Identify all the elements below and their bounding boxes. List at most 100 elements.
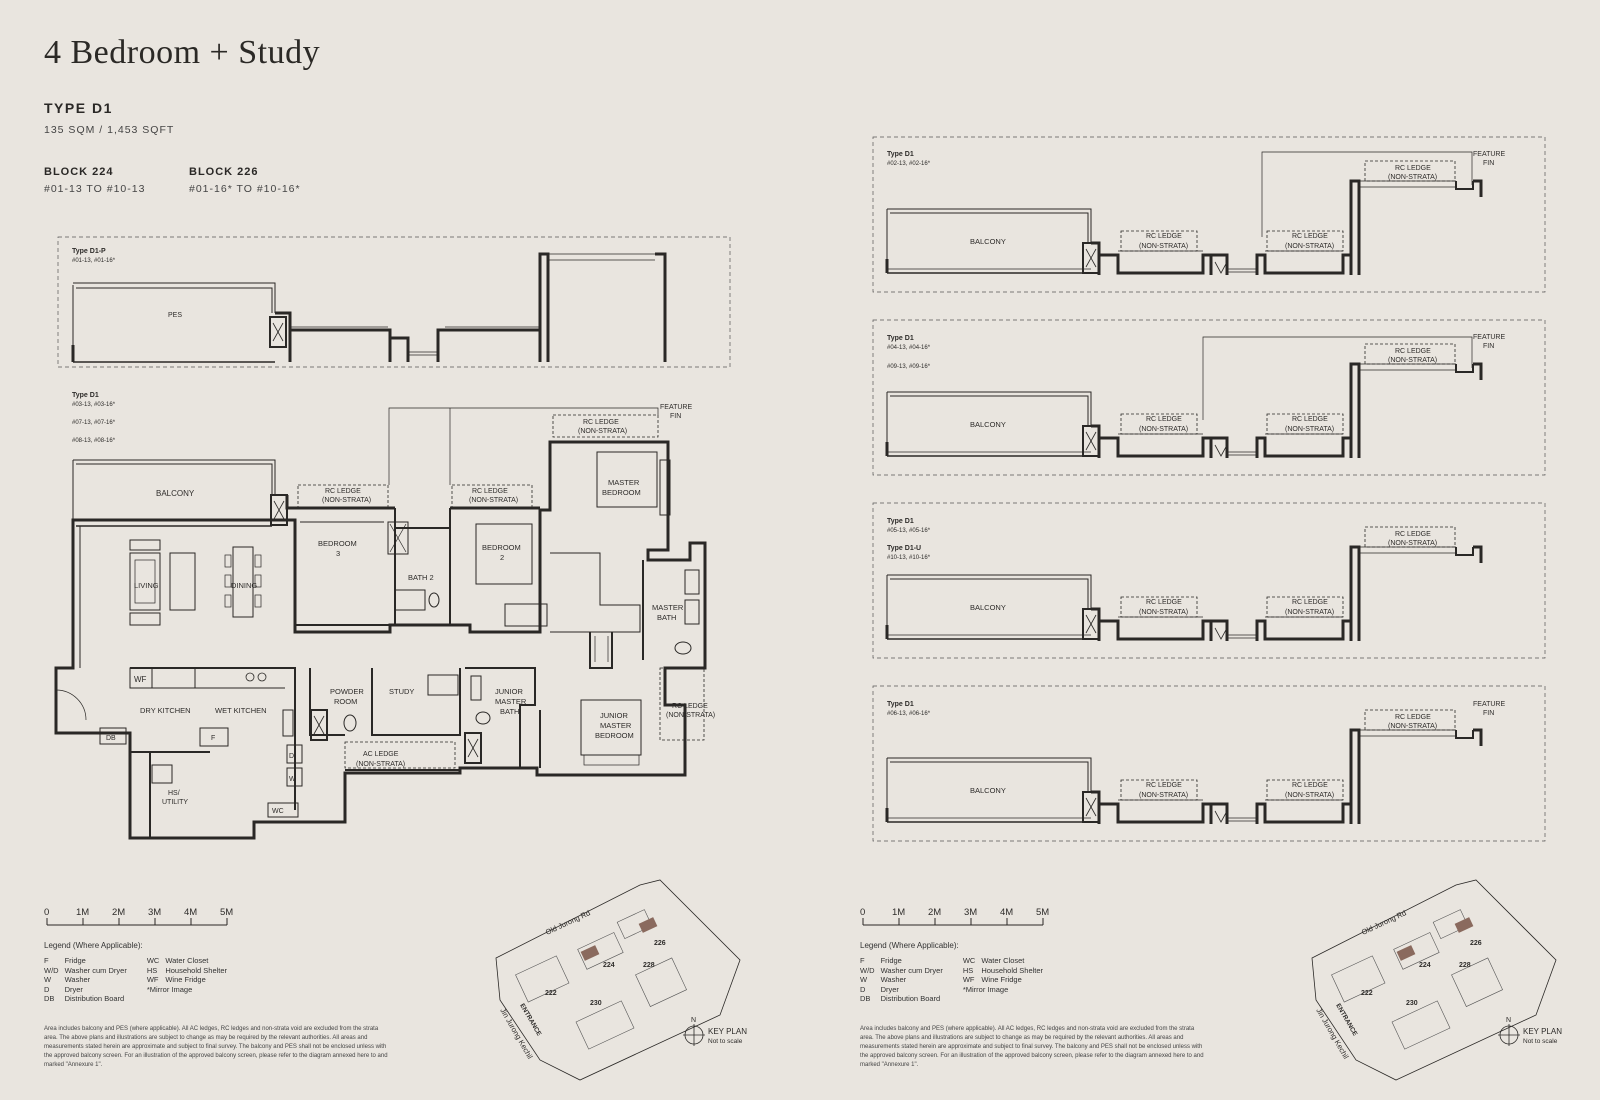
room-label-dining: DINING: [231, 581, 257, 590]
legend-value: Distribution Board: [64, 994, 125, 1003]
label-d: D: [289, 753, 294, 760]
variant-name-2: Type D1-U: [887, 545, 921, 552]
room-label-rc-ledge: RC LEDGE: [325, 488, 361, 495]
north-label: N: [1506, 1017, 1511, 1024]
scale-tick: 5M: [1036, 907, 1049, 918]
block-units: #01-16* TO #10-16*: [189, 183, 301, 195]
variant-box-4: [872, 685, 1546, 842]
block-label: 228: [643, 962, 655, 969]
room-label-rc-ledge: RC LEDGE: [1292, 416, 1328, 423]
scale-tick: 0: [44, 907, 49, 918]
room-label-rc-ledge: RC LEDGE: [1146, 782, 1182, 789]
legend-key: HS: [962, 965, 974, 975]
scale-tick: 4M: [184, 907, 197, 918]
room-label-rc-ledge: RC LEDGE: [1292, 233, 1328, 240]
variant-name: Type D1: [887, 701, 914, 708]
label-feature-fin: FEATURE: [1473, 334, 1505, 341]
legend-value: Fridge: [64, 956, 86, 965]
disclaimer: Area includes balcony and PES (where app…: [44, 1026, 388, 1068]
block-title: BLOCK 226: [189, 166, 259, 178]
label-w: W: [289, 776, 296, 783]
room-label-rc-ledge-sub: (NON-STRATA): [1388, 357, 1437, 364]
variant-box-1: [872, 136, 1546, 293]
variant-box-2: [872, 319, 1546, 476]
scale-tick: 3M: [148, 907, 161, 918]
label-feature-fin-2: FIN: [1483, 710, 1494, 717]
page-title: 4 Bedroom + Study: [44, 34, 321, 71]
road-label: Old Jurong Rd: [1360, 908, 1408, 937]
room-label-rc-ledge: RC LEDGE: [1292, 599, 1328, 606]
legend-title: Legend (Where Applicable):: [860, 941, 959, 950]
room-label-rc-ledge: RC LEDGE: [1395, 531, 1431, 538]
block-label: 226: [1470, 940, 1482, 947]
block-label: 222: [1361, 990, 1373, 997]
room-label-rc-ledge-sub: (NON-STRATA): [1285, 609, 1334, 616]
label-wc: WC: [272, 808, 284, 815]
scale-tick: 2M: [928, 907, 941, 918]
room-label-rc-ledge: RC LEDGE: [1395, 348, 1431, 355]
scale-tick: 4M: [1000, 907, 1013, 918]
room-label-balcony: BALCONY: [970, 603, 1006, 612]
legend-title: Legend (Where Applicable):: [44, 941, 143, 950]
variant-units: #04-13, #04-16*: [887, 345, 931, 351]
key-plan-label: KEY PLAN: [1523, 1027, 1562, 1036]
room-label-bedroom-2-num: 2: [500, 553, 504, 562]
room-label-rc-ledge: RC LEDGE: [1395, 714, 1431, 721]
legend-note: *Mirror Image: [146, 984, 193, 994]
legend-key: WF: [146, 975, 159, 984]
room-label-master-bedroom: MASTER: [608, 478, 640, 487]
room-label-rc-ledge-sub: (NON-STRATA): [1388, 174, 1437, 181]
block-226-info: BLOCK 226 #01-16* TO #10-16*: [189, 166, 301, 195]
room-label-bath-2: BATH 2: [408, 573, 434, 582]
room-label-rc-ledge-sub: (NON-STRATA): [578, 428, 627, 435]
legend-value: Washer cum Dryer: [64, 965, 127, 975]
legend-value: Fridge: [880, 956, 902, 965]
block-label: 230: [590, 1000, 602, 1007]
label-feature-fin-2: FIN: [1483, 160, 1494, 167]
room-label-rc-ledge-sub: (NON-STRATA): [469, 497, 518, 504]
variant-box-3: [872, 502, 1546, 659]
unit-area: 135 SQM / 1,453 SQFT: [44, 124, 175, 136]
block-label: 224: [603, 962, 615, 969]
room-label-master-bedroom-2: BEDROOM: [602, 488, 641, 497]
variant-units-2: #10-13, #10-16*: [887, 555, 931, 561]
key-plan-sub: Not to scale: [708, 1038, 743, 1045]
north-label: N: [691, 1017, 696, 1024]
room-label-study: STUDY: [389, 687, 414, 696]
variant-units: #02-13, #02-16*: [887, 161, 931, 167]
key-plan-label: KEY PLAN: [708, 1027, 747, 1036]
label-feature-fin-2: FIN: [670, 413, 681, 420]
legend-key: WC: [962, 956, 976, 965]
legend-key: DB: [44, 994, 55, 1003]
room-label-balcony: BALCONY: [970, 786, 1006, 795]
variant-units: #08-13, #08-16*: [72, 438, 116, 444]
room-label-rc-ledge-sub: (NON-STRATA): [666, 712, 715, 719]
room-label-powder-room: POWDER: [330, 687, 364, 696]
variant-units: #07-13, #07-16*: [72, 420, 116, 426]
legend-key: WC: [146, 956, 160, 965]
label-feature-fin: FEATURE: [1473, 701, 1505, 708]
block-label: 224: [1419, 962, 1431, 969]
legend-key: W: [44, 975, 52, 984]
legend-key: WF: [962, 975, 975, 984]
variant-units: #09-13, #09-16*: [887, 364, 931, 370]
room-label-rc-ledge-sub: (NON-STRATA): [1139, 243, 1188, 250]
room-label-powder-room-2: ROOM: [334, 697, 357, 706]
key-plan-left: Old Jurong Rd Jin Jurong Kechil ENTRANCE…: [495, 879, 747, 1081]
legend-key: W/D: [860, 965, 875, 975]
room-label-balcony: BALCONY: [156, 489, 195, 498]
variant-units: #05-13, #05-16*: [887, 528, 931, 534]
road-label: Old Jurong Rd: [544, 908, 592, 937]
label-wf: WF: [134, 675, 147, 684]
variant-name: Type D1: [887, 335, 914, 342]
label-feature-fin-2: FIN: [1483, 343, 1494, 350]
legend-key: F: [860, 956, 865, 965]
room-label-bedroom-2: BEDROOM: [482, 543, 521, 552]
room-label-living: LIVING: [134, 581, 159, 590]
legend-value: Washer: [880, 975, 907, 984]
room-label-bedroom-3: BEDROOM: [318, 539, 357, 548]
block-units: #01-13 TO #10-13: [44, 183, 146, 195]
room-label-rc-ledge-sub: (NON-STRATA): [1139, 792, 1188, 799]
room-label-dry-kitchen: DRY KITCHEN: [140, 706, 191, 715]
